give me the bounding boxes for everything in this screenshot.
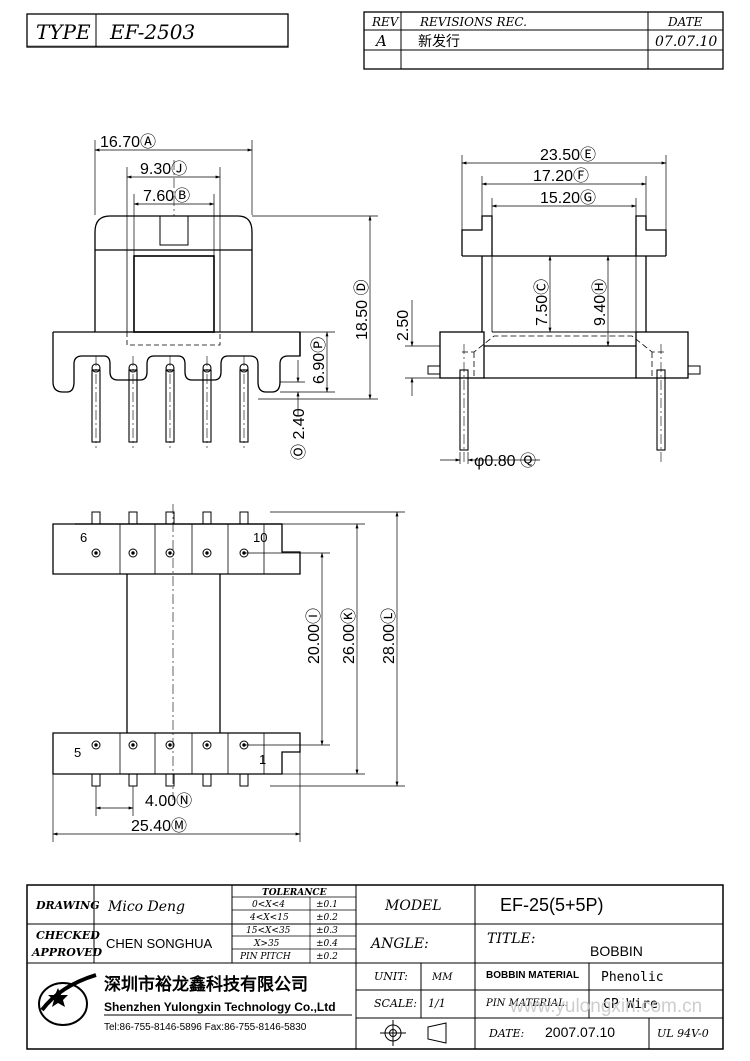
- type-label: TYPE: [36, 20, 91, 44]
- dim-k: 26.00Ⓚ: [340, 608, 358, 664]
- front-view-pins: [91, 160, 249, 448]
- pin-10-label: 10: [253, 530, 267, 545]
- approved-label: APPROVED: [31, 946, 103, 959]
- company-contact: Tel:86-755-8146-5896 Fax:86-755-8146-583…: [104, 1022, 307, 1033]
- tolerance-range: 15<X<35: [246, 926, 291, 936]
- tolerance-range: 4<X<15: [249, 913, 289, 923]
- revision-table: [363, 11, 724, 70]
- side-view: [427, 215, 701, 379]
- dim-b: 7.60Ⓑ: [143, 187, 190, 205]
- unit-value: MM: [431, 972, 453, 983]
- checked-label: CHECKED: [36, 929, 100, 942]
- dim-j: 9.30Ⓙ: [140, 160, 187, 178]
- tolerance-label: TOLERANCE: [262, 888, 327, 898]
- drawing-label: DRAWING: [35, 899, 100, 912]
- revision-date: 07.07.10: [655, 34, 717, 50]
- revision-text: 新发行: [418, 33, 460, 49]
- side-view-pins: [459, 344, 666, 462]
- dim-p: 6.90Ⓟ: [310, 337, 328, 384]
- tolerance-value: ±0.2: [316, 913, 338, 923]
- watermark: www.yulongxin.com.cn: [509, 996, 702, 1017]
- projection-symbol-icon: [380, 1020, 447, 1046]
- company-logo: [38, 973, 97, 1026]
- date-value: 2007.07.10: [545, 1024, 615, 1040]
- title-label: TITLE:: [487, 931, 535, 947]
- approved-value: CHEN SONGHUA: [106, 936, 213, 951]
- dim-q: φ0.80 Ⓠ: [474, 452, 536, 470]
- angle-label: ANGLE:: [369, 936, 429, 952]
- revisions-label: REVISIONS REC.: [419, 15, 527, 29]
- bobbin-material-label: BOBBIN MATERIAL: [486, 970, 579, 981]
- ul-value: UL 94V-0: [657, 1027, 709, 1040]
- front-view: [52, 215, 301, 393]
- bobbin-material-value: Phenolic: [601, 970, 664, 985]
- rev-value: A: [374, 32, 387, 50]
- dim-c: 7.50Ⓒ: [533, 279, 551, 326]
- bottom-view-holes: [91, 504, 249, 800]
- dim-i: 20.00Ⓘ: [305, 608, 323, 664]
- model-value: EF-25(5+5P): [500, 895, 604, 915]
- tolerance-value: ±0.4: [316, 939, 338, 949]
- scale-label: SCALE:: [374, 997, 417, 1010]
- company-name-cn: 深圳市裕龙鑫科技有限公司: [104, 974, 308, 994]
- header-type-box: [26, 13, 289, 48]
- pin-1-label: 1: [259, 752, 266, 767]
- tolerance-value: ±0.1: [316, 900, 338, 910]
- tolerance-range: 0<X<4: [252, 900, 285, 910]
- date-label: DATE: [667, 15, 703, 29]
- date-label: DATE:: [488, 1027, 524, 1040]
- pin-6-label: 6: [80, 530, 87, 545]
- dim-h: 9.40Ⓗ: [591, 279, 609, 326]
- tolerance-value: ±0.3: [316, 926, 338, 936]
- dim-g: 15.20Ⓖ: [540, 189, 596, 207]
- dim-m: 25.40Ⓜ: [131, 817, 187, 835]
- title-value: BOBBIN: [590, 943, 643, 959]
- dim-l: 28.00Ⓛ: [380, 608, 398, 664]
- model-label: MODEL: [384, 898, 442, 914]
- pin-material-value: CP Wire: [603, 997, 658, 1012]
- scale-value: 1/1: [428, 997, 446, 1010]
- unit-label: UNIT:: [374, 970, 408, 983]
- pin-material-label: PIN MATERIAL:: [485, 998, 568, 1009]
- tolerance-range: PIN PITCH: [239, 952, 291, 962]
- dim-e: 23.50Ⓔ: [540, 146, 596, 164]
- dim-a: 16.70Ⓐ: [100, 133, 156, 151]
- type-value: EF-2503: [109, 20, 195, 44]
- side-view-dimension-lines: [405, 155, 667, 464]
- front-view-dimension-lines: [94, 140, 378, 416]
- pin-5-label: 5: [74, 745, 81, 760]
- company-name-en: Shenzhen Yulongxin Technology Co.,Ltd: [104, 1000, 336, 1014]
- tolerance-value: ±0.2: [316, 952, 338, 962]
- dim-f: 17.20Ⓕ: [533, 167, 589, 185]
- bottom-view-dimension-lines: [52, 511, 405, 842]
- tolerance-range: X>35: [253, 939, 280, 949]
- dim-d: 18.50 Ⓓ: [353, 280, 371, 341]
- tolerance-table: 0<X<4 ±0.1 4<X<15 ±0.2 15<X<35 ±0.3 X>35…: [239, 900, 338, 962]
- title-block-grid: [26, 884, 724, 1050]
- side-view-hidden-lines: [462, 335, 666, 376]
- dim-slot: 2.50: [395, 310, 412, 341]
- drawing-value: Mico Deng: [107, 899, 185, 915]
- dim-n: 4.00Ⓝ: [145, 792, 192, 810]
- dim-o: Ⓞ 2.40: [290, 408, 308, 460]
- rev-label: REV: [371, 15, 400, 29]
